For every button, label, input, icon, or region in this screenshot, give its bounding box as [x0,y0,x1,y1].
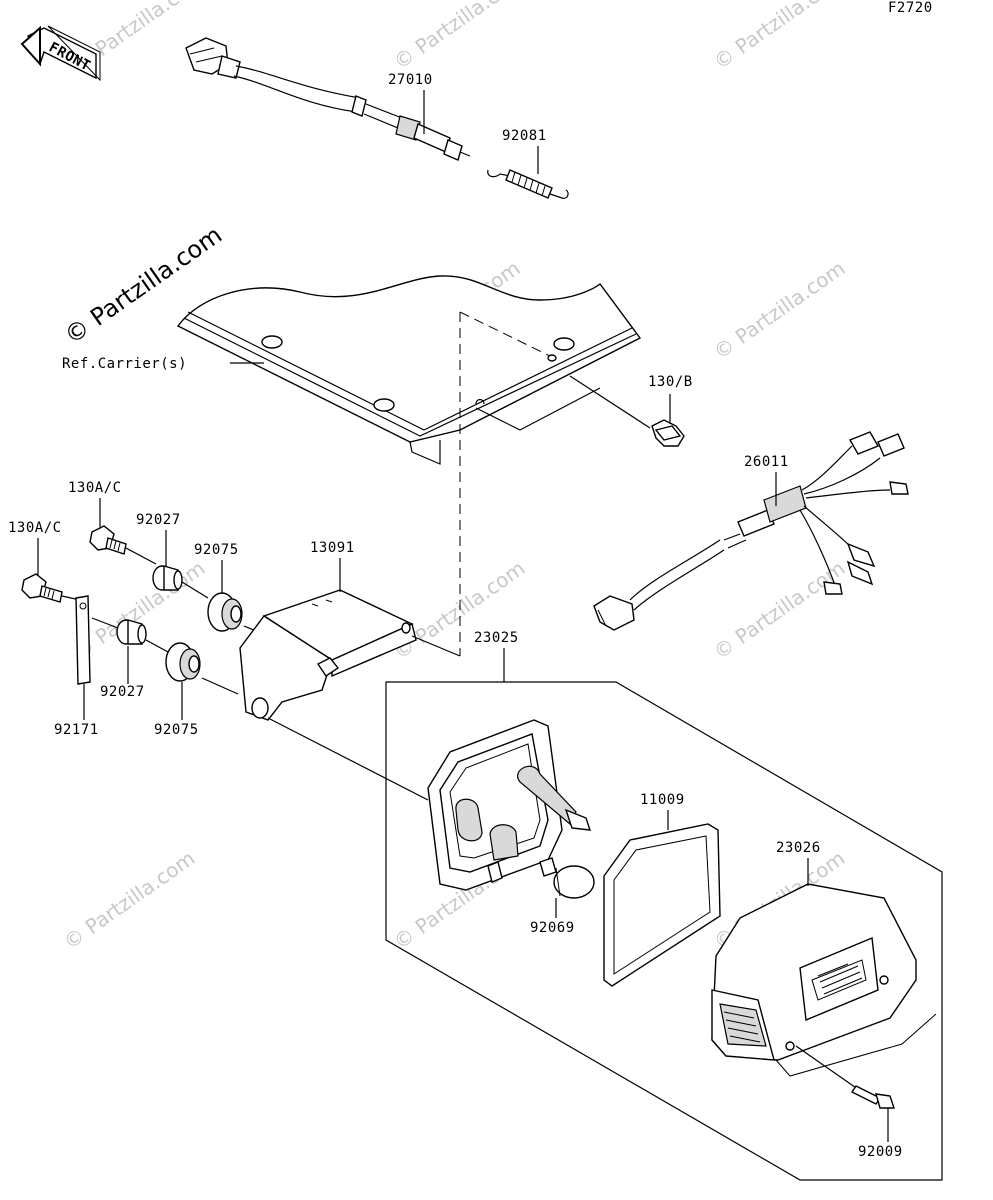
part-130b-bolt [651,419,685,447]
watermark: © Partzilla.com [389,556,529,664]
callout-92171: 92171 [54,722,99,738]
leader-line [125,547,157,565]
watermark: © Partzilla.com [389,0,529,74]
watermark: © Partzilla.com [59,846,199,954]
part-92027-collar-lower [116,619,147,645]
callout-23025: 23025 [474,630,519,646]
leader-line [145,639,169,653]
callout-92069: 92069 [530,920,575,936]
callout-23026: 23026 [776,840,821,856]
leader-line [569,375,651,429]
part-92081-spring [487,169,569,199]
part-130ac-bolt-upper [89,525,127,555]
carrier-plate [176,275,642,465]
part-26011-harness [593,431,909,631]
figure-code: F2720 [888,0,933,16]
callouts: 27010 92081 130/B 26011 130A/C 130A/C 92… [8,72,903,1160]
part-92027-collar-upper [152,565,183,591]
callout-92075-lower: 92075 [154,722,199,738]
leader-line [201,677,239,695]
callout-130ac-lower: 130A/C [8,520,62,536]
part-taillight-base [427,719,592,891]
callout-92027-lower: 92027 [100,684,145,700]
part-92075-grommet-upper [207,592,243,632]
watermark: © Partzilla.com [709,256,849,364]
leader-line [267,717,429,801]
leader-line [411,635,461,657]
callout-130b: 130/B [648,374,693,390]
front-arrow-icon: FRONT [20,25,101,82]
assembly-23025-outline [385,681,943,1181]
callout-92009: 92009 [858,1144,903,1160]
part-92009-screw [795,1045,895,1109]
callout-92081: 92081 [502,128,547,144]
leader-dashed [459,311,551,357]
part-92075-grommet-lower [165,642,201,682]
watermark: © Partzilla.com [709,0,849,74]
part-13091-bracket [239,589,417,721]
callout-92075-upper: 92075 [194,542,239,558]
part-11009-gasket [603,823,721,987]
callout-130ac-upper: 130A/C [68,480,122,496]
callout-13091: 13091 [310,540,355,556]
callout-26011: 26011 [744,454,789,470]
part-92069-bulb [539,857,595,899]
ref-carrier-label: Ref.Carrier(s) [62,356,187,372]
leader-line [181,581,209,599]
callout-27010: 27010 [388,72,433,88]
part-27010-stop-switch [185,37,471,161]
part-92171-plate [75,595,91,685]
part-130ac-bolt-lower [21,573,63,603]
part-23026-lens [711,883,937,1077]
callout-92027-upper: 92027 [136,512,181,528]
callout-11009: 11009 [640,792,685,808]
watermark: © Partzilla.com [709,556,849,664]
leader-line [91,617,119,629]
